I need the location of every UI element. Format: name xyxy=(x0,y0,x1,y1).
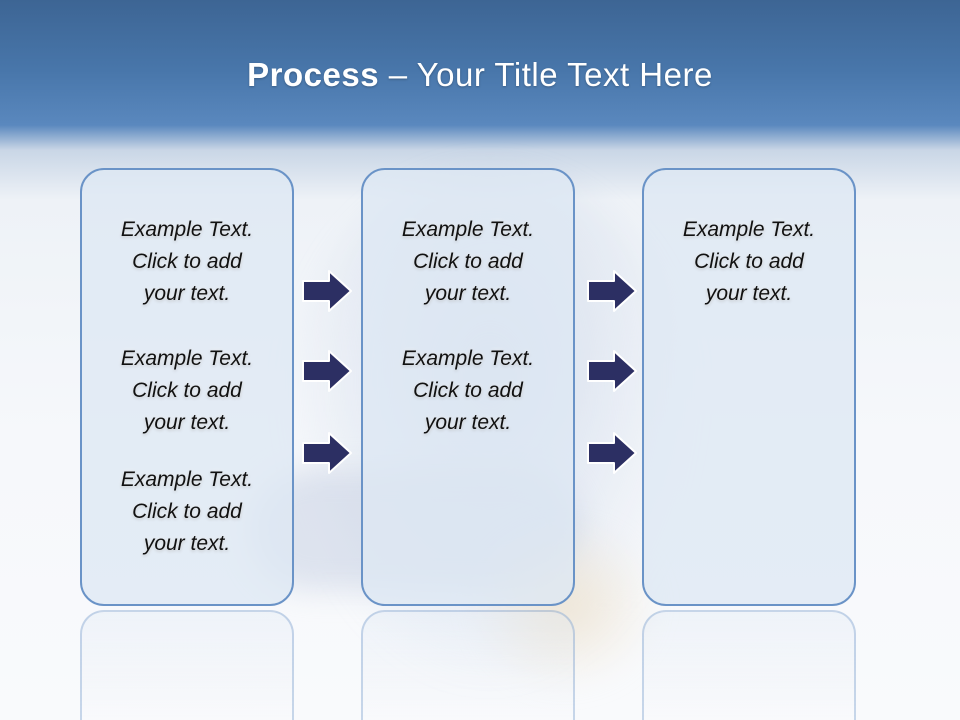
box-reflection xyxy=(361,610,575,720)
text-line: Example Text. xyxy=(401,218,535,241)
text-item[interactable]: Example Text. Click to add your text. xyxy=(363,214,573,310)
text-line: your text. xyxy=(424,282,512,305)
box-reflection xyxy=(642,610,856,720)
right-arrow-icon xyxy=(587,350,637,392)
text-line: Click to add xyxy=(413,250,523,273)
text-item[interactable]: Example Text. Click to add your text. xyxy=(82,214,292,310)
box-reflection xyxy=(80,610,294,720)
text-line: Click to add xyxy=(132,379,242,402)
process-box-1[interactable]: Example Text. Click to add your text. Ex… xyxy=(80,168,294,606)
text-line: Example Text. xyxy=(401,347,535,370)
right-arrow-icon xyxy=(302,432,352,474)
text-line: your text. xyxy=(143,532,231,555)
text-line: your text. xyxy=(143,282,231,305)
text-line: Example Text. xyxy=(120,218,254,241)
process-box-3[interactable]: Example Text. Click to add your text. xyxy=(642,168,856,606)
text-item[interactable]: Example Text. Click to add your text. xyxy=(82,343,292,439)
text-line: Example Text. xyxy=(682,218,816,241)
text-line: Click to add xyxy=(132,500,242,523)
text-line: your text. xyxy=(424,411,512,434)
text-line: your text. xyxy=(705,282,793,305)
text-line: Click to add xyxy=(694,250,804,273)
right-arrow-icon xyxy=(302,270,352,312)
text-line: Example Text. xyxy=(120,347,254,370)
text-line: Click to add xyxy=(413,379,523,402)
title-rest: – Your Title Text Here xyxy=(388,56,713,93)
text-item[interactable]: Example Text. Click to add your text. xyxy=(363,343,573,439)
right-arrow-icon xyxy=(587,270,637,312)
right-arrow-icon xyxy=(302,350,352,392)
text-line: Click to add xyxy=(132,250,242,273)
text-item[interactable]: Example Text. Click to add your text. xyxy=(644,214,854,310)
slide-title[interactable]: Process – Your Title Text Here xyxy=(0,56,960,94)
text-line: Example Text. xyxy=(120,468,254,491)
text-line: your text. xyxy=(143,411,231,434)
title-bold: Process xyxy=(247,56,380,93)
process-box-2[interactable]: Example Text. Click to add your text. Ex… xyxy=(361,168,575,606)
right-arrow-icon xyxy=(587,432,637,474)
text-item[interactable]: Example Text. Click to add your text. xyxy=(82,464,292,560)
